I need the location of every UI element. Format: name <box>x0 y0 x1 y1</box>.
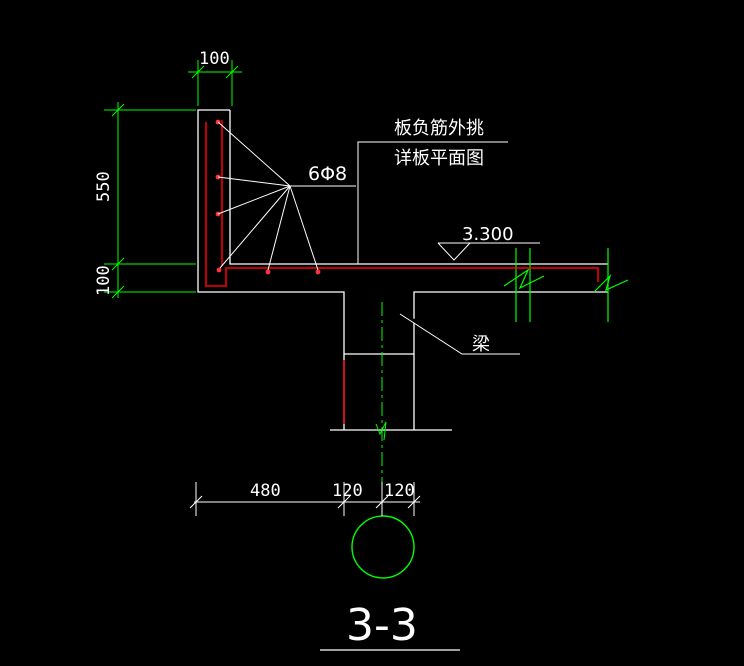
rebar-dots <box>215 119 321 275</box>
dim-top-width: 100 <box>199 49 230 69</box>
elevation-mark <box>437 242 540 261</box>
rebar <box>205 120 599 424</box>
dim-bottom-mid: 120 <box>332 481 363 501</box>
concrete-outline <box>197 109 608 431</box>
note-slab-rebar-line2: 详板平面图 <box>394 148 484 169</box>
elevation-value: 3.300 <box>462 224 514 245</box>
bottom-dimension-lines <box>189 482 421 516</box>
dim-bottom-right: 120 <box>384 481 415 501</box>
note-slab-rebar-line1: 板负筋外挑 <box>394 118 484 139</box>
dim-bottom-left: 480 <box>250 481 281 501</box>
section-title: 3-3 <box>346 600 418 651</box>
axis-line <box>375 302 387 516</box>
axis-bubble <box>351 515 415 579</box>
note-rebar-spec: 6Φ8 <box>308 163 347 185</box>
rebar-leaders <box>217 121 356 271</box>
beam-leader <box>399 313 520 355</box>
dim-upright-height: 550 <box>94 171 114 202</box>
dimension-lines <box>104 60 242 299</box>
slab-note-leader <box>357 141 508 264</box>
dim-slab-thickness: 100 <box>94 265 114 296</box>
note-beam: 梁 <box>472 334 490 355</box>
break-symbols <box>503 248 629 322</box>
